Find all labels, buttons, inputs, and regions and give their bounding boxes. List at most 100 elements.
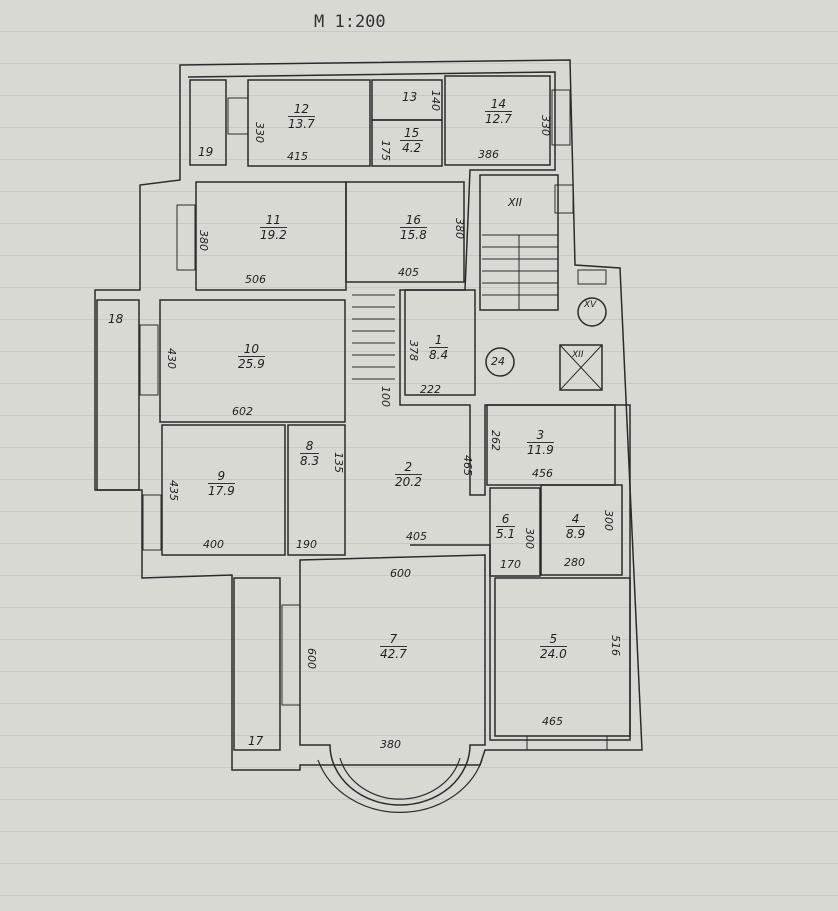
room-13-label: 13 bbox=[402, 90, 418, 104]
room-number: 14 bbox=[485, 97, 512, 112]
stair-xii-label: XII bbox=[508, 196, 523, 209]
room-area: 15.8 bbox=[400, 228, 427, 242]
room-18-label: 18 bbox=[108, 312, 124, 326]
room-16 bbox=[345, 181, 465, 283]
dimension: 300 bbox=[602, 510, 615, 531]
room-number: 8 bbox=[300, 439, 320, 454]
room-number: 10 bbox=[238, 342, 265, 357]
lift-xii-label: XII bbox=[572, 350, 584, 360]
room-area: 11.9 bbox=[527, 443, 554, 457]
circle-24-label: 24 bbox=[491, 355, 505, 368]
dimension: 380 bbox=[197, 230, 210, 251]
room-number: 3 bbox=[527, 428, 554, 443]
room-number: 2 bbox=[395, 460, 422, 475]
dimension: 135 bbox=[332, 452, 345, 473]
dimension: 415 bbox=[287, 150, 308, 163]
windows bbox=[139, 89, 608, 751]
room-9 bbox=[161, 424, 286, 556]
room-18 bbox=[96, 299, 140, 491]
dimension: 262 bbox=[489, 430, 502, 451]
room-6 bbox=[489, 487, 541, 577]
room-15 bbox=[371, 119, 443, 167]
shaft-xv bbox=[577, 297, 607, 327]
dimension: 330 bbox=[253, 122, 266, 143]
dimension: 380 bbox=[380, 738, 401, 751]
dimension: 405 bbox=[398, 266, 419, 279]
dimension: 386 bbox=[478, 148, 499, 161]
room-19-label: 19 bbox=[198, 145, 214, 159]
dimension: 380 bbox=[453, 218, 466, 239]
dimension: 465 bbox=[461, 455, 474, 476]
dimension: 430 bbox=[165, 348, 178, 369]
room-number: 15 bbox=[400, 126, 424, 141]
room-8 bbox=[287, 424, 346, 556]
room-area: 19.2 bbox=[260, 228, 287, 242]
dimension: 405 bbox=[406, 530, 427, 543]
room-14 bbox=[444, 75, 551, 166]
room-17 bbox=[233, 577, 281, 751]
room-10 bbox=[159, 299, 346, 423]
bay-window bbox=[317, 757, 483, 813]
dimension: 175 bbox=[379, 140, 392, 161]
lift-xii bbox=[559, 344, 603, 391]
dimension: 222 bbox=[420, 383, 441, 396]
room-area: 20.2 bbox=[395, 475, 422, 489]
room-area: 4.2 bbox=[402, 141, 422, 155]
room-number: 16 bbox=[400, 213, 427, 228]
room-number: 12 bbox=[288, 102, 315, 117]
room-area: 13.7 bbox=[288, 117, 315, 131]
room-area: 17.9 bbox=[208, 484, 235, 498]
room-number: 7 bbox=[380, 632, 407, 647]
room-area: 8.9 bbox=[566, 527, 586, 541]
circle-24 bbox=[485, 347, 515, 377]
dimension: 506 bbox=[245, 273, 266, 286]
inner-wall bbox=[187, 71, 631, 741]
room-number: 5 bbox=[540, 632, 567, 647]
dimension: 140 bbox=[429, 90, 442, 111]
dimension: 456 bbox=[532, 467, 553, 480]
room-1 bbox=[404, 289, 476, 396]
room-number: 6 bbox=[496, 512, 516, 527]
room-number: 11 bbox=[260, 213, 287, 228]
dimension: 600 bbox=[390, 567, 411, 580]
room-area: 12.7 bbox=[485, 112, 512, 126]
room-7 bbox=[299, 554, 486, 806]
dimension: 100 bbox=[379, 386, 392, 407]
dimension: 400 bbox=[203, 538, 224, 551]
room-4 bbox=[540, 484, 623, 576]
room-area: 8.3 bbox=[300, 454, 320, 468]
outer-wall bbox=[94, 59, 643, 771]
dimension: 330 bbox=[539, 115, 552, 136]
dimension: 516 bbox=[609, 635, 622, 656]
room-17-label: 17 bbox=[248, 734, 264, 748]
room-area: 8.4 bbox=[429, 348, 449, 362]
dimension: 378 bbox=[407, 340, 420, 361]
room-number: 1 bbox=[429, 333, 449, 348]
room-area: 24.0 bbox=[540, 647, 567, 661]
room-number: 9 bbox=[208, 469, 235, 484]
room-number: 4 bbox=[566, 512, 586, 527]
dimension: 280 bbox=[564, 556, 585, 569]
shaft-xv-label: XV bbox=[584, 300, 597, 310]
dimension: 465 bbox=[542, 715, 563, 728]
lift-cross bbox=[559, 344, 603, 391]
dimension: 300 bbox=[523, 528, 536, 549]
room-area: 42.7 bbox=[380, 647, 407, 661]
scale-label: M 1:200 bbox=[314, 12, 386, 32]
